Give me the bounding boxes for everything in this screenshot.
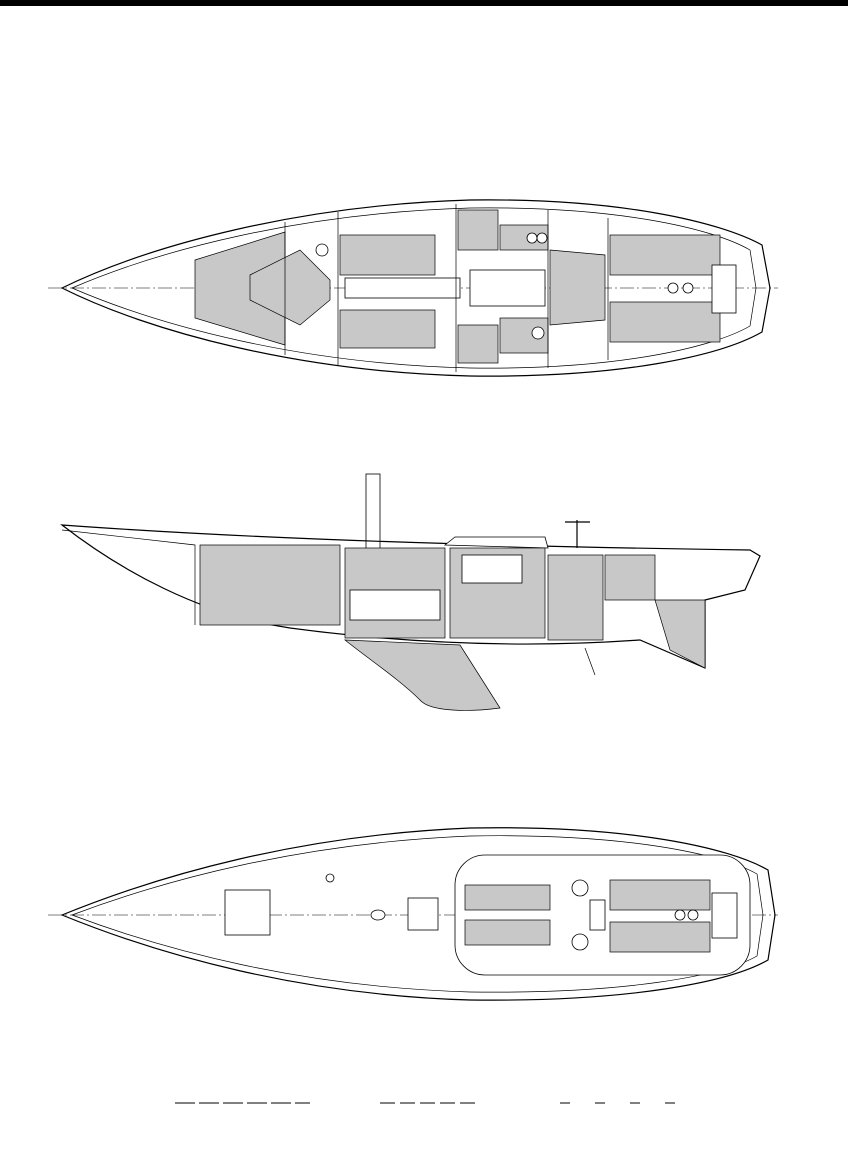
winch-starboard: [571, 933, 589, 951]
saloon-table: [344, 277, 461, 299]
saloon-hatch: [407, 897, 439, 931]
forward-bulkhead: [61, 529, 196, 625]
quarter-berth-port: [609, 234, 721, 276]
cockpit-seat-starboard: [464, 919, 551, 946]
cockpit-seat-port: [464, 884, 551, 911]
bulkheads: [284, 204, 609, 372]
top-border-bar: [0, 0, 848, 6]
forward-cabin-section: [199, 544, 341, 626]
hull-outline: [60, 199, 771, 377]
aft-seat-port: [609, 879, 711, 911]
propeller-shaft: [584, 647, 596, 676]
settee-port: [339, 234, 436, 276]
deck-plan: [48, 827, 778, 1001]
settee-starboard: [339, 309, 436, 349]
nav-station: [457, 324, 499, 364]
toilet-forward: [315, 243, 329, 257]
vent: [325, 873, 335, 883]
steering-pedestal: [589, 899, 606, 931]
keel: [343, 639, 501, 711]
lazarette-hatch: [711, 892, 738, 939]
winch: [682, 282, 694, 294]
deck-outline: [60, 827, 776, 1001]
inboard-profile: [60, 473, 761, 711]
winch: [667, 282, 679, 294]
cockpit-section: [604, 554, 656, 601]
companionway-steps: [469, 269, 546, 307]
burner: [526, 232, 538, 244]
aft-seat-starboard: [609, 921, 711, 953]
aft-winch: [687, 909, 699, 921]
rudder: [654, 599, 706, 669]
accommodation-plan: [48, 199, 778, 377]
inner-hull-line: [71, 207, 757, 369]
aft-cabin-section: [547, 554, 604, 641]
quarter-berth-starboard: [609, 301, 721, 343]
toilet: [531, 326, 545, 340]
galley: [457, 209, 499, 251]
winch-port: [571, 879, 589, 897]
settee-profile: [349, 589, 441, 621]
burner: [536, 232, 548, 244]
mast-step: [370, 909, 386, 921]
cabin-top: [443, 536, 549, 549]
lazarette-hatch: [711, 264, 737, 314]
aft-winch: [674, 909, 686, 921]
toe-rail: [71, 835, 764, 993]
ports: [461, 554, 523, 584]
aft-passage: [549, 249, 606, 326]
forehatch: [224, 889, 271, 936]
v-berth: [249, 249, 331, 326]
